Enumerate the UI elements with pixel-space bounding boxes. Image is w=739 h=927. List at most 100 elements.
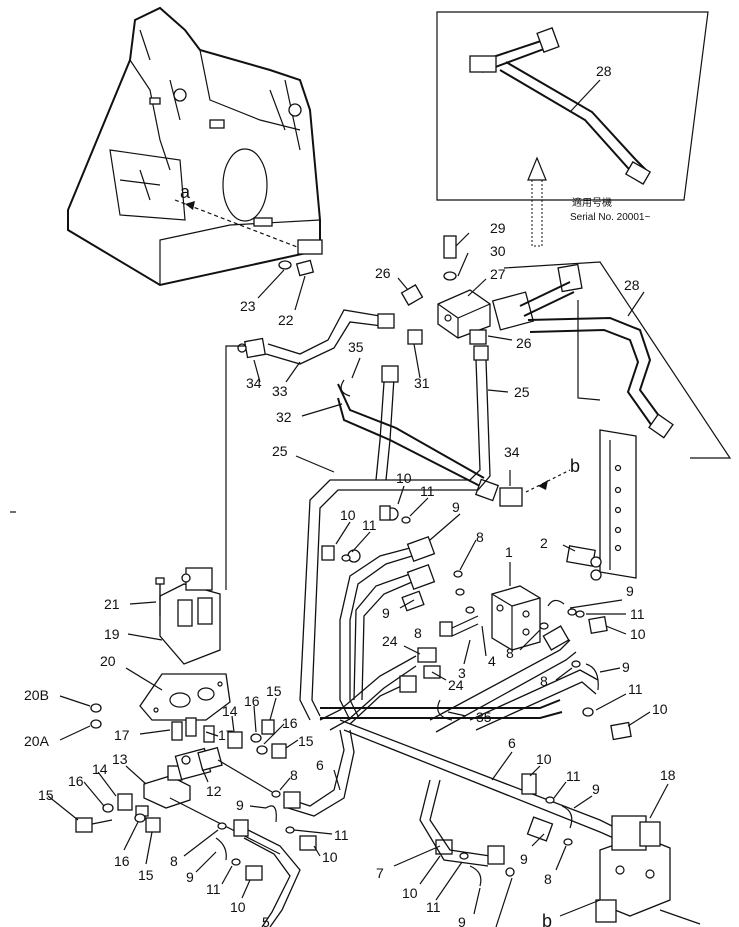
callout-8-d: 8 xyxy=(540,673,548,689)
callout-33: 33 xyxy=(272,383,288,399)
callout-2: 2 xyxy=(540,535,548,551)
callout-20: 20 xyxy=(100,653,116,669)
gasket-20: 20 xyxy=(100,653,231,721)
callout-5: 5 xyxy=(262,914,270,927)
callout-8-e: 8 xyxy=(544,871,552,887)
callout-13: 13 xyxy=(112,751,128,767)
callout-6-right: 6 xyxy=(508,735,516,751)
callout-29: 29 xyxy=(490,220,506,236)
callout-11-h: 11 xyxy=(206,881,221,897)
machine-frame: a xyxy=(67,6,323,287)
view-letter-b-mid: b xyxy=(570,456,580,476)
callout-3: 3 xyxy=(458,665,466,681)
callout-15-d: 15 xyxy=(138,867,154,883)
callout-14-b: 14 xyxy=(92,761,108,777)
fittings-17-cluster: 17 17 14 16 15 16 15 xyxy=(114,683,314,759)
callout-10-d: 10 xyxy=(652,701,668,717)
callout-16-a: 16 xyxy=(244,693,260,709)
right-clamp-groups: 9 11 10 8 9 8 11 10 xyxy=(506,583,668,741)
callout-21: 21 xyxy=(104,596,120,612)
callout-20A: 20A xyxy=(24,733,50,749)
callout-26-top: 26 xyxy=(375,265,391,281)
callout-9-d: 9 xyxy=(622,659,630,675)
bolt-22-washer-23: 23 22 xyxy=(240,259,315,328)
callout-16-c: 16 xyxy=(68,773,84,789)
block-1: 1 8 8 3 4 xyxy=(414,529,541,681)
callout-9-b: 9 xyxy=(382,605,390,621)
callout-28-main: 28 xyxy=(624,277,640,293)
lower-right-parts: 10 11 9 9 8 xyxy=(520,751,600,887)
arrow-to-inset xyxy=(527,156,547,247)
callout-10-c: 10 xyxy=(630,626,646,642)
fittings-24: 24 24 xyxy=(382,633,464,693)
callout-25-right: 25 xyxy=(514,384,530,400)
callout-8-b: 8 xyxy=(414,625,422,641)
callout-8-g: 8 xyxy=(170,853,178,869)
pipe-28-main: 28 xyxy=(491,261,732,459)
valve-18: 18 b xyxy=(542,767,701,927)
callout-6-left: 6 xyxy=(316,757,324,773)
lower-middle-parts: 8 9 11 10 8 9 11 10 5 xyxy=(170,767,349,927)
callout-9-a: 9 xyxy=(452,499,460,515)
callout-24-a: 24 xyxy=(382,633,398,649)
tube-32: 35 32 34 b xyxy=(276,339,580,507)
hose-33: 34 33 xyxy=(237,309,395,399)
valve-13-12: 13 12 xyxy=(112,729,355,855)
bracket-plate: 2 xyxy=(540,429,637,581)
callout-8-a: 8 xyxy=(476,529,484,545)
hose-cluster-upper: 10 11 9 10 11 9 xyxy=(321,470,461,721)
callout-11-c: 11 xyxy=(630,606,645,622)
callout-23: 23 xyxy=(240,298,256,314)
callout-25-left: 25 xyxy=(272,443,288,459)
callout-26-right: 26 xyxy=(516,335,532,351)
callout-35-top: 35 xyxy=(348,339,364,355)
inset-applicable-label: 適用号機 xyxy=(572,196,612,209)
callout-14-a: 14 xyxy=(222,703,238,719)
callout-1: 1 xyxy=(505,544,513,560)
callout-22: 22 xyxy=(278,312,294,328)
callout-15-a: 15 xyxy=(266,683,282,699)
callout-8-c: 8 xyxy=(506,645,514,661)
callout-10-f: 10 xyxy=(402,885,418,901)
callout-20B: 20B xyxy=(24,687,49,703)
callout-31: 31 xyxy=(414,375,430,391)
callout-10-b: 10 xyxy=(340,507,356,523)
inset-serial-label: Serial No. 20001~ xyxy=(570,212,650,223)
callout-9-c: 9 xyxy=(626,583,634,599)
block-27-assembly: 29 30 27 26 26 31 xyxy=(375,220,532,391)
callout-8-f: 8 xyxy=(290,767,298,783)
callout-11-d: 11 xyxy=(628,681,643,697)
callout-10-e: 10 xyxy=(536,751,552,767)
serial-inset-box: 28 適用号機 Serial No. 20001~ xyxy=(436,11,709,223)
callout-17-left: 17 xyxy=(114,727,130,743)
callout-30: 30 xyxy=(490,243,506,259)
tubes-6: 35 6 6 xyxy=(316,625,621,842)
hose-cluster-lower xyxy=(319,655,563,731)
callout-11-b: 11 xyxy=(362,517,377,533)
callout-7: 7 xyxy=(376,865,384,881)
callout-18: 18 xyxy=(660,767,676,783)
callout-11-e: 11 xyxy=(566,768,581,784)
callout-9-f: 9 xyxy=(520,851,528,867)
callout-27: 27 xyxy=(490,266,506,282)
callout-11-f: 11 xyxy=(426,899,441,915)
callout-4: 4 xyxy=(488,653,496,669)
callout-15-c: 15 xyxy=(38,787,54,803)
callout-28-inset: 28 xyxy=(596,63,612,79)
callout-11-a: 11 xyxy=(420,483,435,499)
lower-left-parts: 15 16 14 16 15 xyxy=(38,761,161,883)
lower-center-parts: 7 10 11 9 xyxy=(376,779,515,927)
callout-9-e: 9 xyxy=(592,781,600,797)
callout-19: 19 xyxy=(104,626,120,642)
tube-25: 25 25 xyxy=(272,345,530,721)
callout-10-h: 10 xyxy=(230,899,246,915)
callout-16-b: 16 xyxy=(282,715,298,731)
view-letter-b-bottom: b xyxy=(542,911,552,927)
callout-35-bottom: 35 xyxy=(476,709,492,725)
callout-32: 32 xyxy=(276,409,292,425)
callout-12: 12 xyxy=(206,783,222,799)
callout-16-d: 16 xyxy=(114,853,130,869)
view-letter-a: a xyxy=(180,182,191,202)
callout-10-a: 10 xyxy=(396,470,412,486)
valve-19: 21 19 xyxy=(104,345,246,665)
